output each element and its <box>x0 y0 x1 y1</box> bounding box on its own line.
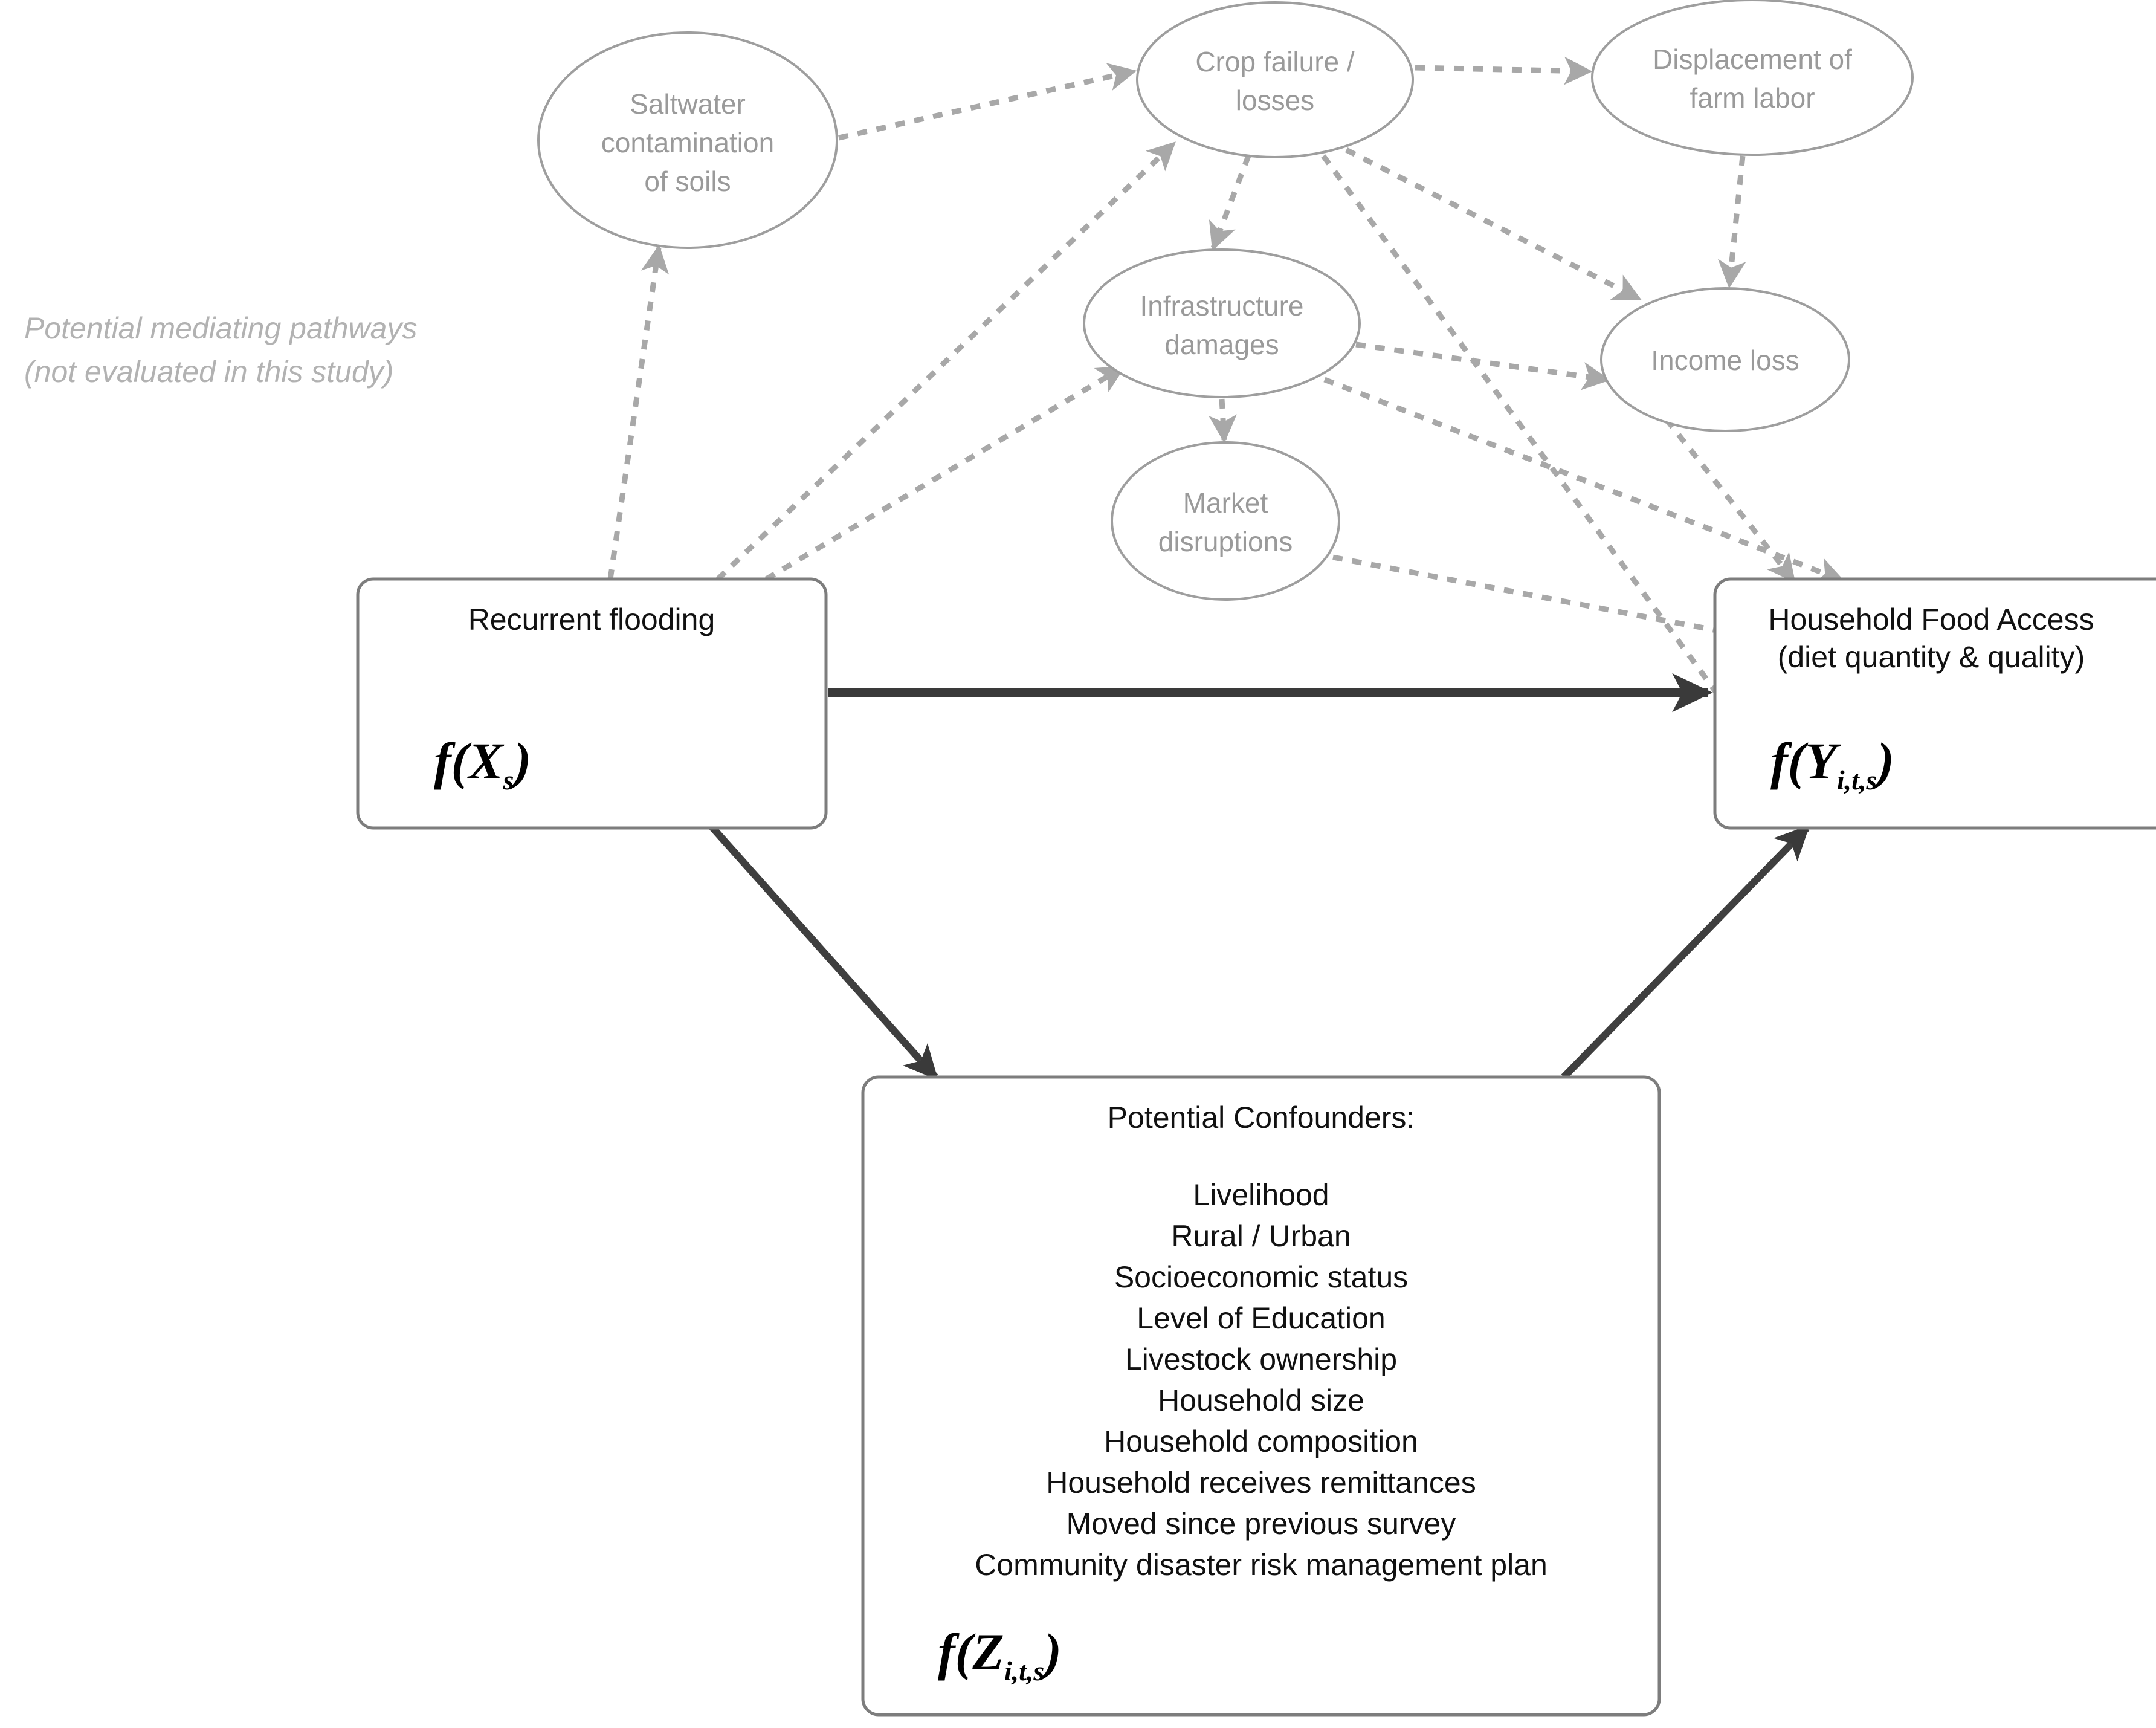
edge-displacement-to-income-loss <box>1717 155 1746 289</box>
confounder-item: Household size <box>1158 1383 1364 1417</box>
mediator-label-line-1: Market <box>1183 487 1268 519</box>
confounder-item: Community disaster risk management plan <box>975 1548 1548 1582</box>
confounder-item: Livestock ownership <box>1125 1342 1397 1376</box>
mediator-ellipse-shape <box>1111 441 1340 601</box>
edge-exposure-to-crop-failure <box>715 141 1176 581</box>
edge-infrastructure-to-outcome <box>1323 377 1845 584</box>
exposure-box[interactable]: Recurrent flooding f(Xs) <box>356 577 828 830</box>
outcome-title-line-1: Household Food Access <box>1768 603 2094 636</box>
confounder-item: Household composition <box>1104 1425 1418 1458</box>
confounder-item: Rural / Urban <box>1171 1219 1351 1253</box>
mediator-label-line-2: disruptions <box>1158 526 1293 557</box>
edge-market-to-outcome <box>1332 554 1774 650</box>
mediator-label-line-1: Saltwater <box>630 88 746 120</box>
confounder-item: Moved since previous survey <box>1067 1507 1456 1541</box>
edge-exposure-to-saltwater <box>607 244 670 580</box>
edge-infrastructure-to-market <box>1209 398 1237 444</box>
mediator-ellipse-shape <box>1600 287 1850 432</box>
mediator-ellipse-shape <box>537 31 838 249</box>
mediator-income-loss[interactable]: Income loss <box>1600 287 1850 432</box>
mediator-label-line-2: farm labor <box>1690 82 1815 114</box>
outcome-title-line-2: (diet quantity & quality) <box>1778 640 2085 674</box>
confounder-item: Level of Education <box>1137 1301 1385 1335</box>
edge-crop-failure-to-infrastructure <box>1209 155 1251 251</box>
edge-crop-failure-to-outcome <box>1321 154 1743 728</box>
mediator-label-line-2: losses <box>1236 85 1314 116</box>
mediator-saltwater[interactable]: Saltwater contamination of soils <box>537 31 838 249</box>
edge-income-loss-to-outcome <box>1664 418 1796 583</box>
mediator-label-line-1: Crop failure / <box>1195 46 1355 77</box>
mediator-label-line-1: Displacement of <box>1653 44 1852 75</box>
mediator-label-line-3: of soils <box>644 166 731 197</box>
exposure-formula: f(Xs) <box>434 732 531 795</box>
edge-infrastructure-to-income-loss <box>1355 341 1611 390</box>
edge-saltwater-to-crop-failure <box>838 63 1137 141</box>
mediator-ellipse-shape <box>1591 0 1914 156</box>
mediator-crop-failure[interactable]: Crop failure / losses <box>1136 1 1414 158</box>
exposure-title: Recurrent flooding <box>468 603 715 636</box>
confounder-item: Livelihood <box>1193 1178 1329 1212</box>
confounder-item: Socioeconomic status <box>1114 1260 1408 1294</box>
mediator-displacement-of-farm-labor[interactable]: Displacement of farm labor <box>1591 0 1914 156</box>
mediator-ellipse-shape <box>1083 248 1361 398</box>
mediator-label-line-2: contamination <box>601 127 774 158</box>
confounders-box[interactable]: Potential Confounders: Livelihood Rural … <box>861 1075 1661 1717</box>
mediator-label-line-1: Income loss <box>1651 345 1799 376</box>
confounders-box-shape <box>861 1075 1661 1717</box>
mediator-infrastructure-damages[interactable]: Infrastructure damages <box>1083 248 1361 398</box>
solid-edge-group <box>680 673 1810 1081</box>
mediator-label-line-2: damages <box>1164 329 1279 360</box>
confounder-item: Household receives remittances <box>1046 1466 1476 1500</box>
edge-crop-failure-to-income-loss <box>1344 147 1642 302</box>
dotted-edge-group <box>607 56 1845 728</box>
edge-exposure-confounders-bidirectional <box>680 792 938 1081</box>
outcome-box-shape <box>1713 577 2156 830</box>
mediating-pathways-note: Potential mediating pathways (not evalua… <box>24 311 417 389</box>
mediator-label-line-1: Infrastructure <box>1140 290 1304 322</box>
note-line-1: Potential mediating pathways <box>24 311 417 345</box>
note-line-2: (not evaluated in this study) <box>24 355 393 389</box>
outcome-formula: f(Yi,t,s) <box>1770 732 1894 795</box>
mediator-ellipse-shape <box>1136 1 1414 158</box>
confounders-title: Potential Confounders: <box>1108 1101 1415 1134</box>
mediator-market-disruptions[interactable]: Market disruptions <box>1111 441 1340 601</box>
outcome-box[interactable]: Household Food Access (diet quantity & q… <box>1713 577 2156 830</box>
edge-confounders-to-outcome <box>1561 824 1810 1080</box>
exposure-box-shape <box>356 577 828 830</box>
